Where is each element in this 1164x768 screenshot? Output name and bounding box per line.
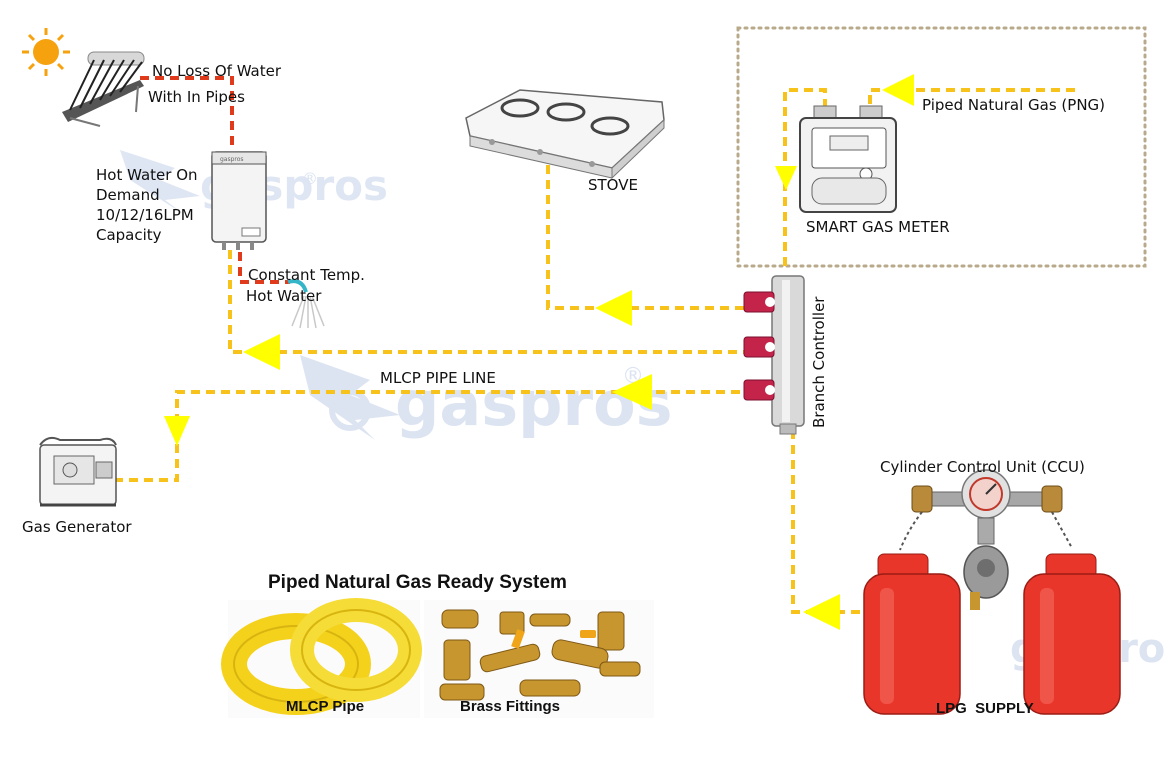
branch-valves	[743, 291, 775, 401]
gas-generator	[39, 436, 117, 507]
system-title: Piped Natural Gas Ready System	[268, 572, 567, 593]
hot-water-label-3: 10/12/16LPM	[96, 206, 194, 224]
ccu-label: Cylinder Control Unit (CCU)	[880, 458, 1085, 476]
png-inlet-line	[868, 88, 1075, 108]
smart-gas-meter	[799, 105, 897, 213]
solar-tank	[87, 51, 145, 66]
arrow-meter-down	[775, 166, 797, 190]
arrow-generator	[612, 374, 652, 410]
constant-temp-label-1: Constant Temp.	[248, 266, 365, 284]
lpg-cylinder-right	[1023, 553, 1121, 715]
branch-controller	[743, 275, 805, 435]
brass-fittings-caption: Brass Fittings	[460, 698, 561, 715]
arrow-lpg	[803, 594, 840, 630]
solar-tubes	[69, 59, 143, 111]
watermark-center: gaspros ®	[300, 355, 673, 440]
meter-enclosure	[736, 26, 1147, 268]
arrow-png-inlet	[882, 74, 914, 106]
heater-brand: gaspros	[220, 156, 244, 163]
constant-temp-label-2: Hot Water	[246, 287, 322, 305]
png-label: Piped Natural Gas (PNG)	[922, 96, 1106, 114]
lpg-supply-label: LPG SUPPLY	[936, 700, 1034, 717]
stove-label: STOVE	[588, 176, 638, 194]
mlcp-pipe-caption: MLCP Pipe	[286, 698, 365, 715]
solar-panel	[62, 80, 144, 122]
sun-icon	[22, 28, 70, 76]
gas-lines	[95, 88, 1075, 614]
branch-controller-label: Branch Controller	[810, 296, 828, 428]
smart-meter-label: SMART GAS METER	[806, 218, 950, 236]
hot-water-label-2: Demand	[96, 186, 160, 204]
stove-burners	[500, 98, 630, 136]
heater-gas-line	[228, 250, 755, 354]
water-heater: gaspros	[211, 151, 267, 250]
no-loss-label-2: With In Pipes	[148, 88, 245, 106]
brass-fittings-image	[424, 600, 654, 718]
solar-to-heater-line	[140, 76, 234, 150]
lpg-cylinder-left	[863, 553, 961, 715]
valve-caps	[765, 297, 775, 395]
watermark-reg-top: ®	[302, 169, 318, 188]
meter-outlet-line	[783, 88, 827, 268]
no-loss-label-1: No Loss Of Water	[152, 62, 282, 80]
flow-arrows	[164, 74, 914, 630]
lpg-cylinders	[863, 553, 1121, 715]
mlcp-pipe-image	[221, 598, 422, 718]
arrow-generator-down	[164, 416, 190, 446]
stove-knobs	[489, 139, 595, 167]
stove	[465, 89, 665, 180]
hot-water-label-4: Capacity	[96, 226, 162, 244]
shower-icon	[287, 279, 325, 329]
water-lines	[140, 76, 290, 284]
svg-text:gaspros: gaspros	[395, 367, 673, 440]
stove-line	[546, 165, 755, 310]
mlcp-pipe-line-label: MLCP PIPE LINE	[380, 369, 496, 387]
lpg-feed-line	[791, 430, 860, 614]
hot-water-label-1: Hot Water On	[96, 166, 198, 184]
heater-to-shower-line	[238, 252, 290, 284]
gas-generator-label: Gas Generator	[22, 518, 132, 536]
arrow-stove	[595, 290, 632, 326]
arrow-heater	[243, 334, 280, 370]
cylinder-control-unit	[899, 469, 1073, 610]
solar-heater	[22, 28, 145, 127]
